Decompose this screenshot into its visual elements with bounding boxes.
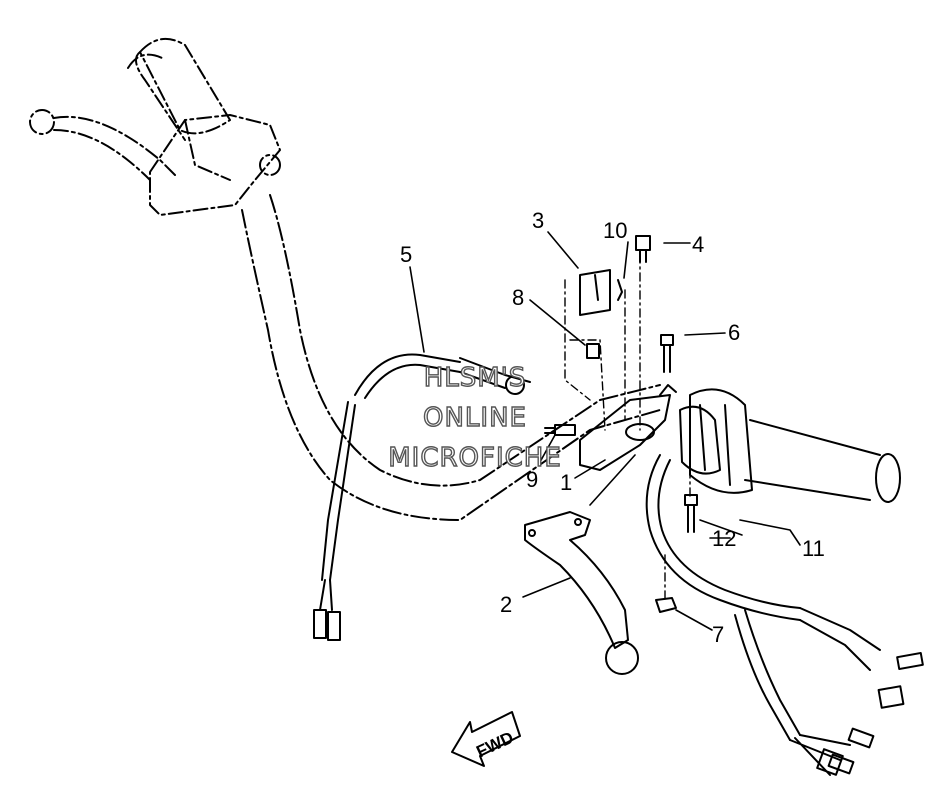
spring-8-icon — [586, 343, 600, 359]
nut-7-icon — [655, 597, 677, 613]
callout-10: 10 — [603, 218, 627, 243]
screw-12-icon — [684, 494, 698, 533]
switch-wiring-harness — [645, 454, 924, 776]
bolt-9-icon — [554, 424, 576, 436]
clip-part-3 — [579, 269, 611, 316]
callout-6: 6 — [728, 320, 740, 345]
callout-numbers: 3 10 4 5 8 6 9 1 12 11 2 7 — [400, 208, 825, 647]
callout-11: 11 — [802, 536, 825, 561]
watermark-line-1: HLSM'S — [423, 362, 527, 393]
clutch-cable-5 — [313, 353, 531, 641]
fwd-label: FWD — [473, 728, 516, 762]
screw-6-icon — [660, 334, 674, 373]
screw-4-icon — [635, 235, 651, 263]
lever-part-2 — [524, 511, 639, 675]
callout-1: 1 — [560, 470, 572, 495]
callout-5: 5 — [400, 242, 412, 267]
pin-10-icon — [617, 279, 623, 301]
callout-8: 8 — [512, 285, 524, 310]
callout-7: 7 — [712, 622, 724, 647]
lever-bracket — [544, 384, 677, 471]
callout-4: 4 — [692, 232, 704, 257]
callout-3: 3 — [532, 208, 544, 233]
callout-2: 2 — [500, 592, 512, 617]
left-grip — [127, 37, 231, 141]
handlebar — [241, 194, 661, 521]
callout-12: 12 — [712, 526, 736, 551]
left-perch-ghost — [149, 114, 281, 216]
leader-lines — [409, 231, 801, 631]
watermark-line-2: ONLINE — [422, 402, 527, 433]
fwd-direction-arrow: FWD — [451, 711, 521, 767]
left-lever-ghost — [29, 109, 176, 181]
watermark-line-3: MICROFICHE — [388, 442, 562, 473]
callout-9: 9 — [526, 467, 538, 492]
right-grip-assembly — [679, 388, 901, 503]
